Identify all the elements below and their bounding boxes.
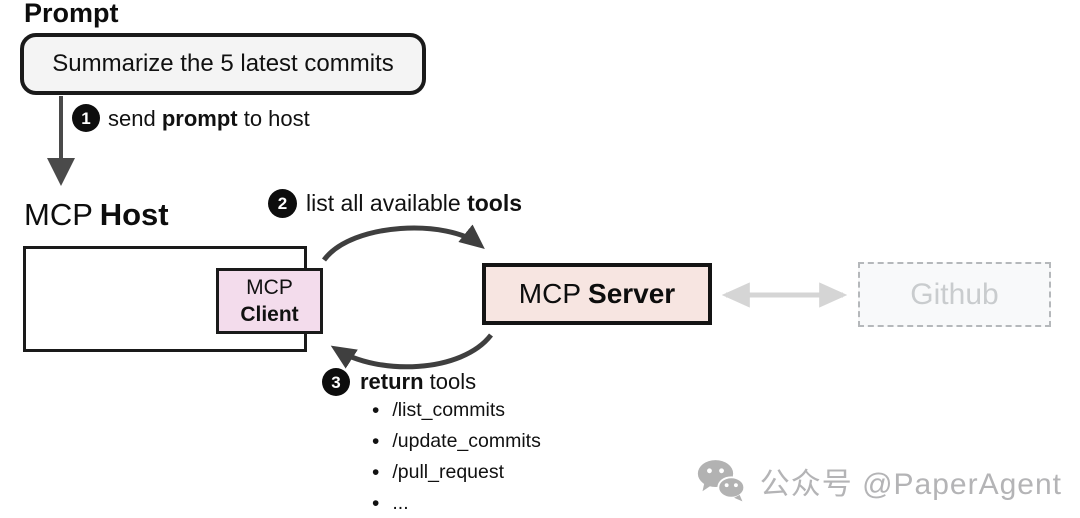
step-2-badge: 2	[268, 189, 297, 218]
mcp-client-label-line2: Client	[240, 303, 299, 326]
arc-bottom-arrow	[330, 333, 493, 370]
step-1-badge: 1	[72, 104, 100, 132]
step-1-label: send prompt to host	[108, 106, 310, 131]
github-label: Github	[910, 277, 999, 311]
arc-top-arrow	[321, 224, 485, 262]
prompt-heading: Prompt	[24, 0, 119, 28]
mcp-client-label-line1: MCP	[246, 276, 293, 299]
tool-item: /list_commits	[372, 399, 541, 422]
tools-list: /list_commits /update_commits /pull_requ…	[372, 399, 541, 518]
tool-item: /update_commits	[372, 430, 541, 453]
wechat-icon	[697, 460, 745, 502]
prompt-bubble: Summarize the 5 latest commits	[20, 33, 426, 95]
mcp-host-box	[23, 246, 307, 352]
prompt-bubble-text: Summarize the 5 latest commits	[52, 50, 394, 77]
mcp-server-label: MCP	[518, 278, 582, 309]
github-box: Github	[858, 262, 1051, 327]
mcp-client-box: MCP Client	[216, 268, 323, 334]
tool-item: ...	[372, 492, 541, 515]
arrow-down-icon	[47, 96, 75, 186]
step-2-label: list all available tools	[306, 190, 523, 216]
watermark-text: 公众号 @PaperAgent	[759, 468, 1062, 501]
step-3-label: return tools	[360, 369, 477, 394]
step-3-badge: 3	[322, 368, 350, 396]
watermark: 公众号 @PaperAgent	[696, 458, 1062, 504]
tool-item: /pull_request	[372, 461, 541, 484]
